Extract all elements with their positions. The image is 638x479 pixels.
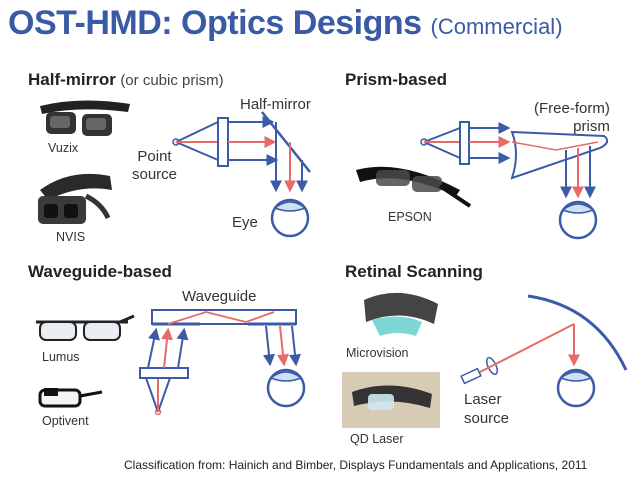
prism-diagram (420, 121, 609, 240)
title-main: OST-HMD: Optics Designs (8, 4, 422, 42)
lens-icon (217, 117, 229, 167)
prism-heading: Prism-based (345, 70, 448, 89)
waveguide-lens-icon (139, 367, 189, 379)
optivent-glasses-image (38, 388, 103, 408)
product-nvis: NVIS (56, 230, 86, 244)
epson-glasses-image (356, 166, 472, 208)
product-microvision: Microvision (346, 346, 409, 360)
vuzix-glasses-image (40, 100, 130, 136)
scanning-mirror-curve (527, 294, 628, 371)
label-half-mirror: Half-mirror (240, 96, 311, 113)
qd-laser-image (342, 372, 440, 428)
prism-lens-icon (459, 121, 470, 165)
waveguide-heading: Waveguide-based (28, 262, 172, 281)
label-point-source: Point source (132, 148, 178, 183)
product-vuzix: Vuzix (48, 141, 79, 155)
half-mirror-heading: Half-mirror (28, 70, 116, 89)
product-optivent: Optivent (42, 414, 89, 428)
nvis-headset-image (38, 173, 112, 224)
half-mirror-heading-group: Half-mirror (or cubic prism) (28, 70, 224, 90)
product-qd-laser: QD Laser (350, 432, 404, 446)
laser-source-icon (460, 367, 482, 385)
freeform-prism-shape (510, 130, 609, 180)
microvision-headset-image (364, 292, 438, 336)
product-lumus: Lumus (42, 350, 80, 364)
footer-citation: Classification from: Hainich and Bimber,… (124, 458, 588, 472)
page-title: OST-HMD: Optics Designs (Commercial) (8, 4, 563, 43)
title-sub: (Commercial) (430, 14, 563, 39)
label-eye: Eye (232, 214, 258, 231)
retinal-heading: Retinal Scanning (345, 262, 483, 281)
label-prism: (Free-form) prism (534, 100, 610, 135)
product-epson: EPSON (388, 210, 432, 224)
half-mirror-note: (or cubic prism) (120, 72, 224, 89)
retinal-diagram (460, 294, 628, 408)
waveguide-diagram (139, 309, 306, 416)
label-laser-source: Laser source (464, 391, 510, 427)
lumus-glasses-image (36, 314, 135, 341)
label-waveguide: Waveguide (182, 288, 257, 305)
half-mirror-diagram (172, 111, 311, 238)
